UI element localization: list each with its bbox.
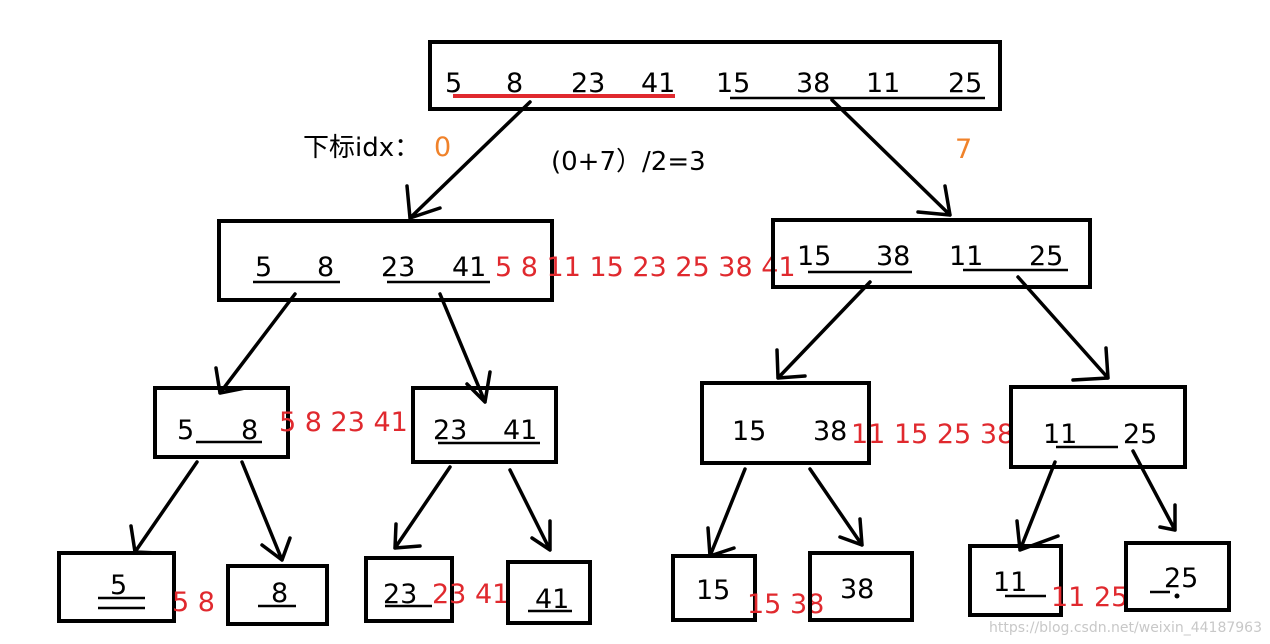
node-11-25-value-0: 11: [1043, 419, 1077, 450]
merged-result-right: 11 15 25 38: [851, 419, 1014, 450]
arrow-n1-to-leaf-8: [240, 460, 292, 562]
node-11-25-value-1: 25: [1123, 419, 1157, 450]
node-23-41-box: [411, 386, 558, 464]
node-11-25-box: [1009, 385, 1187, 469]
node-15-38-box: [700, 381, 871, 465]
right-half-value-3: 25: [1029, 241, 1063, 272]
left-half-value-3: 41: [452, 252, 486, 283]
leaf-11-box: [968, 544, 1063, 617]
arrow-root-to-right: [830, 98, 952, 217]
root-value-7: 25: [948, 68, 982, 99]
node-23-41-value-1: 41: [503, 415, 537, 446]
index-end: 7: [955, 134, 972, 165]
mid-formula: (0+7）/2=3: [551, 147, 706, 177]
left-half-box: [217, 219, 554, 302]
arrow-left-to-n1: [214, 292, 297, 395]
arrow-left-to-n2: [438, 292, 492, 404]
left-half-value-1: 8: [317, 252, 334, 283]
node-15-38-value-1: 38: [813, 416, 847, 447]
node-15-38-value-0: 15: [732, 416, 766, 447]
arrow-right-to-n3: [775, 280, 872, 380]
arrow-n2-to-leaf-41: [508, 468, 552, 552]
leaf-25-box: [1124, 541, 1231, 612]
leaf-8-box: [226, 564, 329, 626]
arrow-n3-to-leaf-38: [808, 467, 864, 547]
root-value-6: 11: [866, 68, 900, 99]
root-value-4: 15: [716, 68, 750, 99]
node-5-8-value-1: 8: [241, 415, 258, 446]
leaf-25-dot: [1174, 593, 1180, 599]
leaf-merge-23-41: 23 41: [432, 579, 509, 610]
leaf-merge-11-25: 11 25: [1051, 582, 1128, 613]
root-value-5: 38: [796, 68, 830, 99]
arrow-root-to-left: [405, 100, 532, 220]
right-half-value-2: 11: [949, 241, 983, 272]
root-value-3: 41: [641, 68, 675, 99]
right-half-value-1: 38: [876, 241, 910, 272]
right-half-box: [771, 218, 1092, 289]
leaf-23-box: [364, 556, 454, 623]
root-value-0: 5: [445, 68, 462, 99]
merged-result-full: 5 8 11 15 23 25 38 41: [495, 252, 796, 283]
leaf-5-box: [57, 551, 176, 623]
index-label: 下标idx：: [303, 133, 420, 163]
leaf-38-value: 38: [840, 574, 874, 605]
root-value-2: 23: [571, 68, 605, 99]
arrow-n4-to-leaf-25: [1131, 449, 1177, 532]
arrow-n4-to-leaf-11: [1015, 460, 1060, 552]
leaf-41-box: [506, 560, 592, 625]
left-half-value-0: 5: [255, 252, 272, 283]
index-start: 0: [434, 132, 451, 163]
leaf-15-box: [671, 554, 757, 622]
node-5-8-value-0: 5: [177, 415, 194, 446]
arrow-n1-to-leaf-5: [129, 460, 199, 555]
left-half-value-2: 23: [381, 252, 415, 283]
merged-result-left: 5 8 23 41: [279, 407, 408, 438]
leaf-merge-15-38: 15 38: [747, 589, 824, 620]
arrow-n2-to-leaf-23: [393, 465, 452, 550]
root-value-1: 8: [506, 68, 523, 99]
arrow-right-to-n4: [1016, 275, 1110, 382]
leaf-8-value: 8: [271, 578, 288, 609]
arrow-n3-to-leaf-15: [706, 467, 747, 558]
node-5-8-box: [153, 386, 290, 459]
leaf-25-value: 25: [1164, 563, 1198, 594]
leaf-merge-5-8: 5 8: [172, 587, 215, 618]
root-array-box: [428, 40, 1002, 111]
leaf-5-value: 5: [110, 570, 127, 601]
right-half-value-0: 15: [797, 241, 831, 272]
leaf-38-box: [808, 551, 914, 622]
watermark: https://blog.csdn.net/weixin_44187963: [989, 620, 1262, 636]
node-23-41-value-0: 23: [433, 415, 467, 446]
leaf-15-value: 15: [696, 575, 730, 606]
leaf-11-value: 11: [993, 567, 1027, 598]
